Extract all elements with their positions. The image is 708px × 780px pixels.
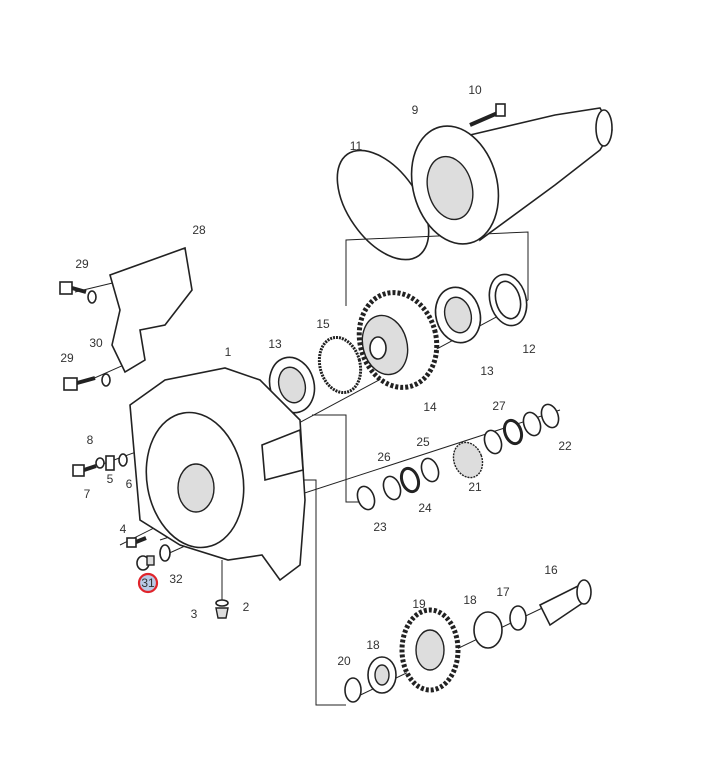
part-label-16: 16: [544, 563, 558, 577]
bolt-10: [469, 103, 506, 127]
part-label-22: 22: [558, 439, 572, 453]
part-label-12: 12: [522, 342, 536, 356]
part-label-5: 5: [107, 472, 114, 486]
washer-8: [95, 457, 105, 469]
bracket-28: [109, 246, 193, 374]
toothed-ring-15: [317, 335, 363, 395]
part-label-13: 13: [268, 337, 282, 351]
part-label-13: 13: [480, 364, 494, 378]
part-label-27: 27: [492, 399, 506, 413]
part-label-30: 30: [89, 336, 103, 350]
part-label-25: 25: [416, 435, 430, 449]
bolt-4: [126, 536, 147, 548]
bolt-29-top: [59, 281, 97, 304]
part-label-17: 17: [496, 585, 510, 599]
lower-assembly: [344, 579, 592, 703]
part-label-29: 29: [60, 351, 74, 365]
part-label-10: 10: [468, 83, 482, 97]
ring-stack: [356, 403, 560, 511]
part-label-21: 21: [468, 480, 482, 494]
hub-9: [410, 107, 613, 245]
part-label-18: 18: [463, 593, 477, 607]
bolt-7: [72, 464, 97, 477]
part-label-19: 19: [412, 597, 426, 611]
part-label-26: 26: [377, 450, 391, 464]
part-label-2: 2: [243, 600, 250, 614]
plug-31: [136, 555, 155, 571]
gear-14: [356, 290, 440, 390]
part-label-23: 23: [373, 520, 387, 534]
highlight-circle: [137, 572, 159, 594]
part-label-8: 8: [87, 433, 94, 447]
part-label-1: 1: [225, 345, 232, 359]
part-label-24: 24: [418, 501, 432, 515]
part-label-7: 7: [84, 487, 91, 501]
part-label-6: 6: [126, 477, 133, 491]
housing-1: [129, 367, 306, 582]
part-label-31[interactable]: 31: [141, 576, 155, 590]
part-label-32: 32: [169, 572, 183, 586]
seal-32: [159, 544, 171, 562]
part-label-14: 14: [423, 400, 437, 414]
part-label-20: 20: [337, 654, 351, 668]
part-label-15: 15: [316, 317, 330, 331]
part-label-11: 11: [350, 139, 363, 153]
bracket-5: [105, 455, 115, 471]
part-label-4: 4: [120, 522, 127, 536]
plug-2: [215, 607, 229, 619]
part-label-29: 29: [75, 257, 89, 271]
bolt-29-bottom: [63, 373, 111, 391]
part-label-18: 18: [366, 638, 380, 652]
part-label-3: 3: [191, 607, 198, 621]
part-label-9: 9: [412, 103, 419, 117]
part-label-28: 28: [192, 223, 206, 237]
seal-6: [118, 453, 128, 467]
washer-3: [215, 599, 229, 607]
